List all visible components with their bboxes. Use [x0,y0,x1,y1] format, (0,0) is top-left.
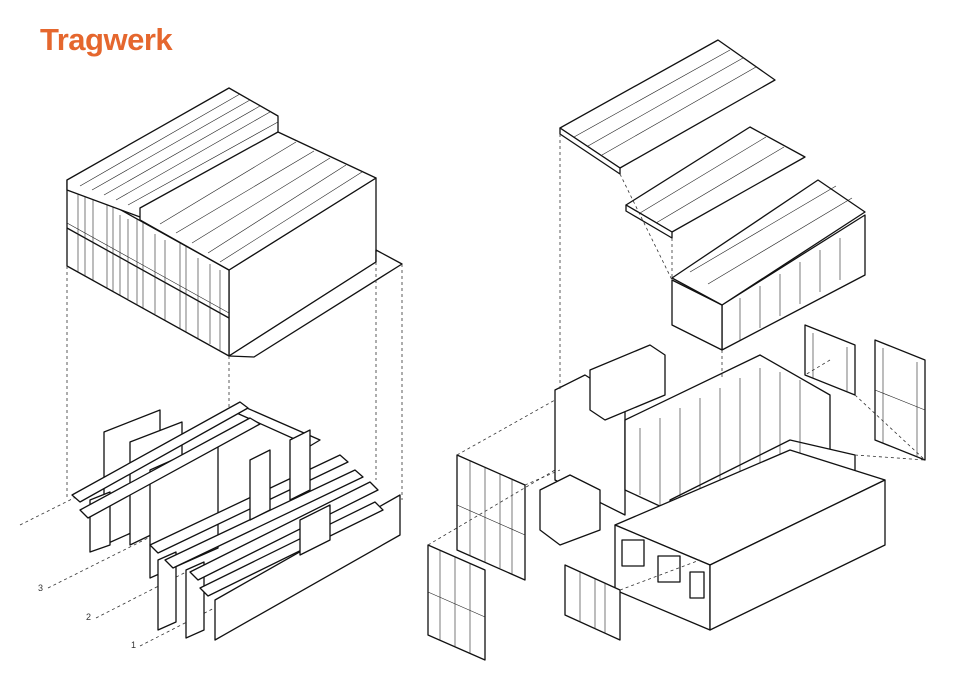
roof-slab-middle-ribs [639,136,785,224]
stair-box [589,344,666,421]
rail-3 [189,481,379,581]
top-module-roof [671,179,866,306]
top-module-ribs [689,185,853,340]
foundation-openings [621,539,705,599]
partition-wall-2 [289,429,311,501]
facade-panel-left-small [427,544,486,661]
stair-element [539,474,601,546]
roof-slab-top-ribs [573,49,757,156]
facade-panel-ribs [427,333,926,653]
foundation-side [709,479,886,631]
top-beam-long [71,401,249,503]
axis-label-3: 3 [38,583,43,593]
facade-panel-left-large [456,454,526,581]
partition-wall-3 [299,504,331,556]
roof-slab-front [139,131,377,271]
page-title: Tragwerk [40,22,173,57]
axis-label-1: 1 [131,640,136,650]
roof-ribs [79,93,363,263]
building-ground-slab [228,249,403,358]
rail-2 [164,469,364,569]
facade-panel-bottom [564,564,621,641]
wall-panel-5 [157,551,177,631]
facade-frames [66,192,230,350]
assembled-building [66,87,403,358]
axis-label-2: 2 [86,612,91,622]
exploded-structure [71,401,401,641]
wall-panel-6 [185,561,205,639]
projection-lines-right [427,134,926,591]
partition-wall-1 [249,449,271,521]
floor-beam-front [79,417,261,519]
exploded-modules [427,39,926,661]
